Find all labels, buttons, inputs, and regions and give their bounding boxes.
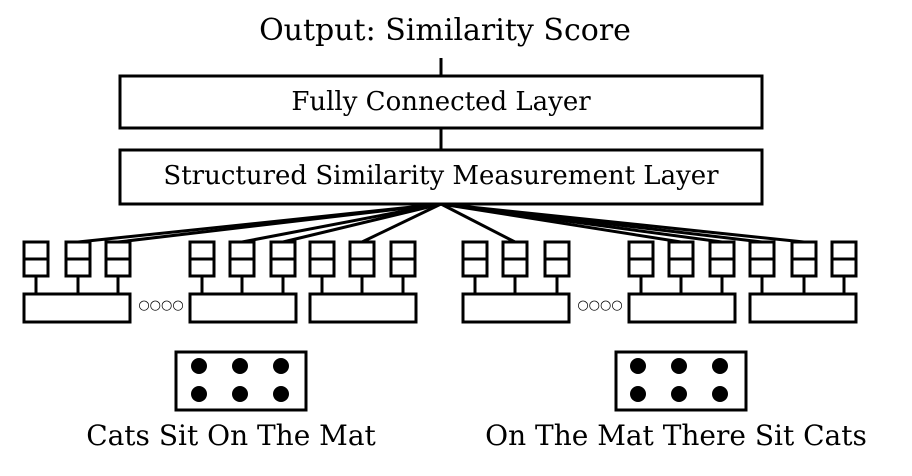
left-sentence-label: Cats Sit On The Mat: [86, 419, 376, 452]
left-feature-map-1: [22, 240, 132, 324]
left-feature-map-2: [188, 240, 298, 324]
left-feature-map-3: [308, 240, 418, 324]
left-ellipsis: ○○○○: [138, 298, 183, 313]
right-ellipsis: ○○○○: [577, 298, 622, 313]
right-feature-map-1: [461, 240, 571, 324]
left-input-matrix: [174, 350, 308, 412]
right-input-matrix: [614, 350, 748, 412]
right-feature-map-2: [627, 240, 737, 324]
structured-similarity-layer-label: Structured Similarity Measurement Layer: [163, 161, 719, 191]
output-label: Output: Similarity Score: [259, 13, 631, 48]
fully-connected-layer-label: Fully Connected Layer: [291, 87, 591, 117]
structured-similarity-layer-box: [118, 148, 764, 206]
right-sentence-label: On The Mat There Sit Cats: [485, 419, 867, 452]
fan-connections: [77, 202, 805, 244]
right-feature-map-3: [748, 240, 858, 324]
